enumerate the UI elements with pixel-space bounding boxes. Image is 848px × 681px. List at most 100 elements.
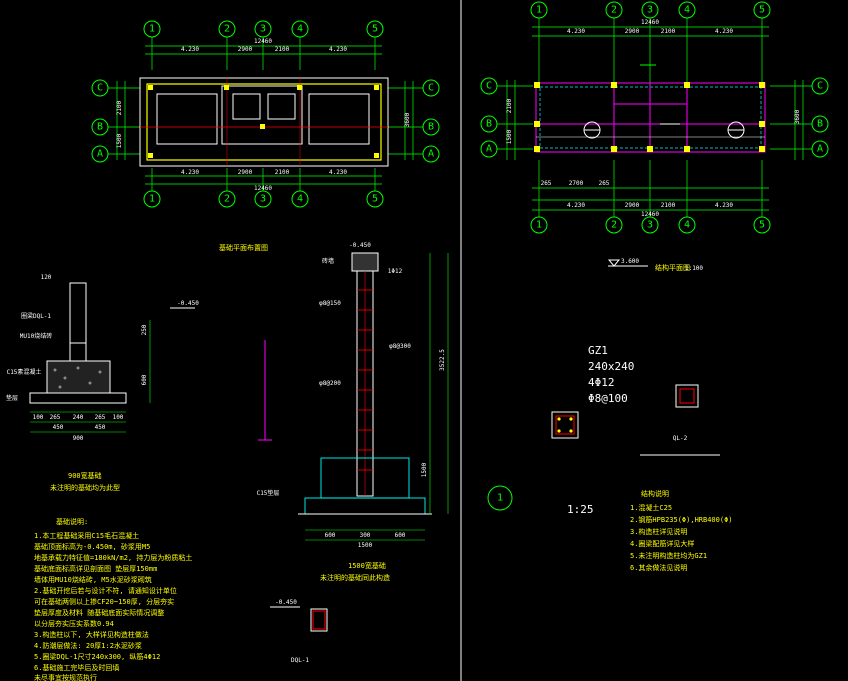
svg-text:2: 2 [611, 5, 617, 16]
axis-4-top: 4 [291, 20, 309, 38]
dim-left-total: 12460 [254, 38, 272, 45]
svg-text:5: 5 [372, 24, 378, 35]
axis-4-bottom-r: 4 [678, 216, 696, 234]
footing-1500-dim-3: 1500 [358, 542, 373, 549]
svg-text:C: C [97, 83, 103, 94]
footing-1500-label-3: 1Φ12 [388, 268, 403, 275]
svg-text:B: B [428, 122, 434, 133]
axis-B-right-r: B [811, 115, 829, 133]
footing-1500-label-1: φ8@300 [389, 343, 411, 350]
svg-text:4: 4 [297, 24, 303, 35]
dim-left-bottom-2: 2100 [275, 169, 290, 176]
axis-5-top: 5 [366, 20, 384, 38]
svg-text:C: C [428, 83, 434, 94]
axis-A-left: A [91, 145, 109, 163]
dimension-markers-magenta [258, 340, 272, 441]
detail-number: 1 [497, 493, 503, 504]
dim-left-top-0: 4.230 [181, 46, 199, 53]
dim-right-top-1: 2900 [625, 28, 640, 35]
axis-2-bottom-r: 2 [605, 216, 623, 234]
notes-left-line-9: 3.构造柱以下, 大样详见构造柱做法 [34, 630, 149, 639]
axis-5-bottom-r: 5 [753, 216, 771, 234]
dim-left-bottom-3: 4.230 [329, 169, 347, 176]
notes-right-line-4: 5.未注明构造柱均为GZ1 [630, 551, 707, 560]
notes-right-line-2: 3.构造柱详见说明 [630, 527, 687, 536]
notes-left-line-7: 垫层厚度及材料 随基础底面实际情况调整 [34, 608, 164, 617]
svg-text:A: A [817, 144, 823, 155]
dim-right-bottom-2: 2100 [661, 202, 676, 209]
axis-4-top-r: 4 [678, 1, 696, 19]
svg-text:C: C [486, 81, 492, 92]
svg-text:3: 3 [647, 220, 653, 231]
notes-left-line-8: 以分层夯实压实系数0.94 [34, 619, 114, 628]
svg-text:A: A [428, 149, 434, 160]
footing-900-dims [30, 320, 151, 433]
svg-text:B: B [97, 122, 103, 133]
dim-right-total: 12460 [641, 19, 659, 26]
ql2-label: QL-2 [673, 435, 688, 442]
footing-1500-title: 1500宽基础 [348, 561, 386, 570]
dim-right-bottom-3: 4.230 [715, 202, 733, 209]
notes-left-line-4: 墙体用MU10烧结砖, M5水泥砂浆砌筑 [34, 575, 152, 584]
footing-900-dim-2: 240 [73, 414, 84, 421]
svg-text:1: 1 [149, 24, 155, 35]
ql2-detail: QL-2 [640, 384, 720, 456]
footing-1500-label-0: φ8@150 [319, 300, 341, 307]
footing-900-label-ql: 圈梁DQL-1 [21, 312, 51, 320]
footing-1500-dim-2: 600 [395, 532, 406, 539]
foundation-dimension-lines [108, 37, 423, 191]
dim-right-bottom-0: 4.230 [567, 202, 585, 209]
dim-right-top-2: 2100 [661, 28, 676, 35]
dim-r-side-2: 3600 [794, 109, 801, 124]
dim-right-top-3: 4.230 [715, 28, 733, 35]
axis-1-bottom: 1 [143, 190, 161, 208]
svg-text:3: 3 [260, 194, 266, 205]
structure-columns [534, 82, 765, 152]
dim-right-side: 3600 [404, 112, 411, 127]
axis-5-top-r: 5 [753, 1, 771, 19]
elevation-value: 3.600 [621, 258, 639, 265]
notes-left-line-2: 地基承载力特征值=180kN/m2, 持力层为粉质粘土 [34, 553, 192, 562]
dim-right-bottom-span-2: 265 [599, 180, 610, 187]
axis-B-left-r: B [480, 115, 498, 133]
svg-text:B: B [817, 119, 823, 130]
notes-right-line-1: 2.钢筋HPB235(Φ),HRB400(Φ) [630, 515, 733, 524]
axis-2-top: 2 [218, 20, 236, 38]
dim-left-total-bottom: 12460 [254, 185, 272, 192]
rebar-stirrups [357, 289, 373, 471]
footing-900-top-mark: -0.450 [177, 300, 199, 307]
svg-text:4: 4 [684, 220, 690, 231]
dim-right-bottom-span-0: 265 [541, 180, 552, 187]
notes-right-line-0: 1.混凝土C25 [630, 503, 672, 512]
dim-right-total-bottom: 12460 [641, 211, 659, 218]
notes-left: 基础说明: 1.本工程基础采用C15毛石混凝土 基础顶面标高为-0.450m, … [34, 517, 192, 681]
notes-right: 结构说明 1.混凝土C25 2.钢筋HPB235(Φ),HRB400(Φ) 3.… [630, 489, 733, 572]
footing-900-dim-7: 900 [73, 435, 84, 442]
footing-1500-label-2: φ8@200 [319, 380, 341, 387]
footing-900-label-brick: MU10烧结砖 [20, 332, 52, 340]
svg-text:5: 5 [759, 220, 765, 231]
svg-text:A: A [97, 149, 103, 160]
detail-callout: 1 1:25 [487, 485, 594, 516]
notes-left-line-13: 未尽事宜按规范执行 [34, 673, 97, 681]
svg-text:B: B [486, 119, 492, 130]
footing-900-dim-6: 450 [95, 424, 106, 431]
footing-1500-label-5: 砖墙 [322, 257, 334, 265]
notes-left-line-12: 6.基础施工完毕后及时回填 [34, 663, 119, 672]
notes-left-line-3: 基础底面标高详见剖面图 垫层厚150mm [34, 564, 157, 573]
footing-1500-dim-1: 300 [360, 532, 371, 539]
structure-dimension-lines [497, 18, 812, 217]
dim-left-bottom-1: 2900 [238, 169, 253, 176]
notes-left-line-0: 1.本工程基础采用C15毛石混凝土 [34, 531, 139, 540]
svg-text:4: 4 [297, 194, 303, 205]
svg-text:2: 2 [611, 220, 617, 231]
dim-left-side-0: 2100 [116, 100, 123, 115]
foundation-plan: 1 2 3 4 5 1 2 3 4 5 C B A C B A [91, 20, 440, 252]
gz1-name: GZ1 [588, 344, 608, 357]
dim-r-side-1: 1500 [506, 129, 513, 144]
svg-text:2: 2 [224, 194, 230, 205]
footing-1500-label-4: C15垫层 [257, 489, 280, 497]
footing-900-section: -0.450 圈梁DQL-1 MU10烧结砖 C15素混凝土 垫层 100 26… [6, 274, 199, 492]
svg-text:4: 4 [684, 5, 690, 16]
